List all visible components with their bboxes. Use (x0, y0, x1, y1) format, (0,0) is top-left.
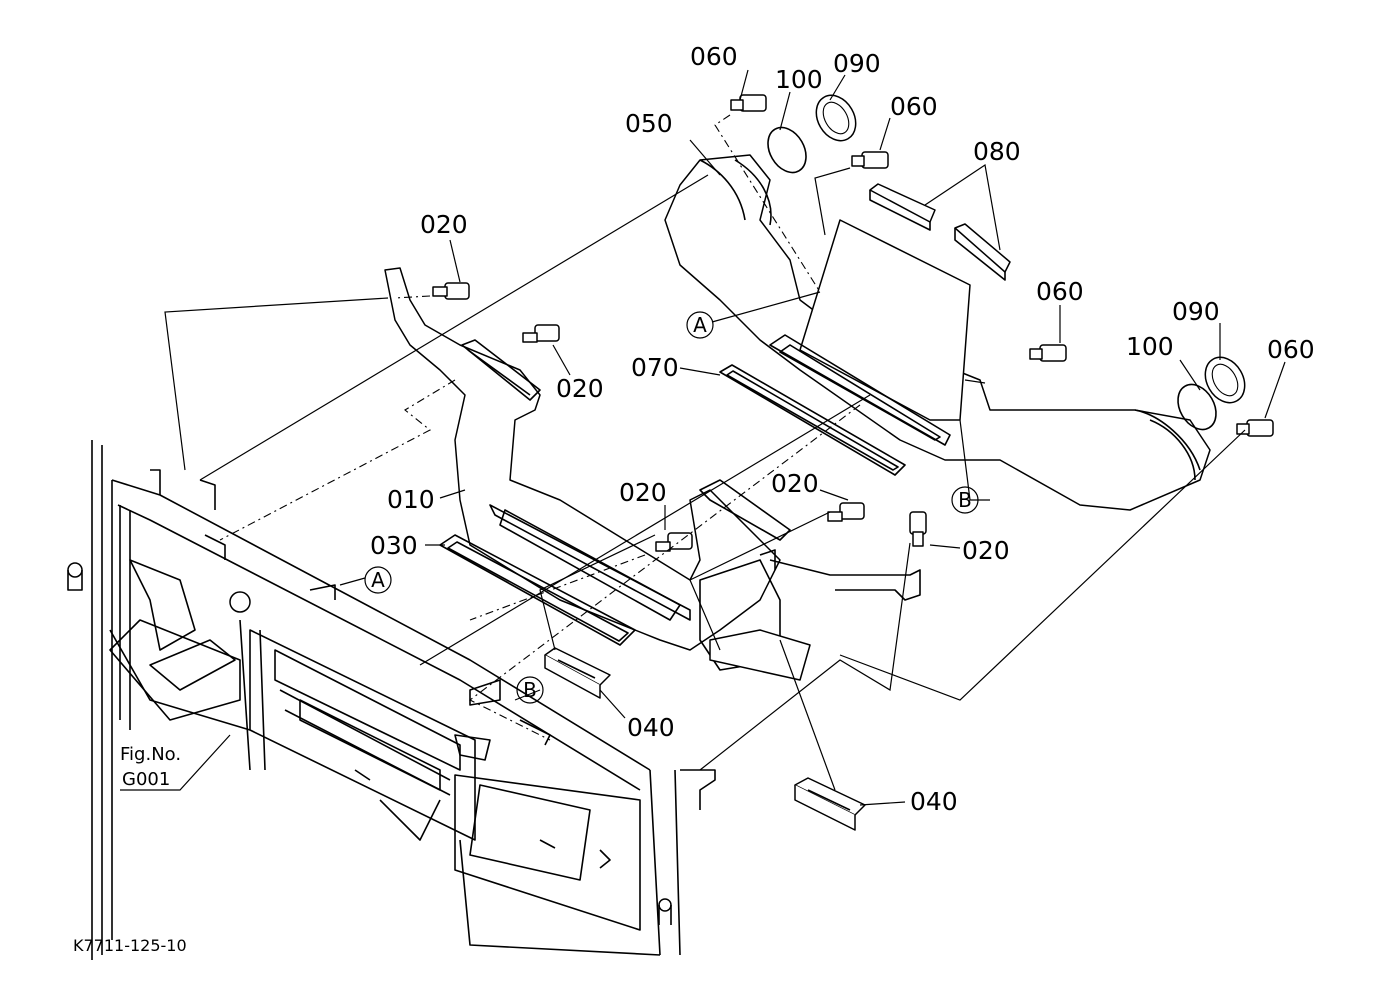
part-040-vent-b (794, 777, 866, 831)
callout-020: 020 (962, 536, 1010, 565)
callout-010: 010 (387, 485, 435, 514)
callout-020: 020 (420, 210, 468, 239)
callout-100: 100 (775, 65, 823, 94)
marker-B-right: B (951, 486, 979, 514)
leader-lines (120, 69, 1286, 806)
fig-ref-label: Fig.No. (120, 744, 181, 765)
callout-030: 030 (370, 531, 418, 560)
callout-080: 080 (973, 137, 1021, 166)
callout-090: 090 (833, 49, 881, 78)
callout-020: 020 (556, 374, 604, 403)
callout-050: 050 (625, 109, 673, 138)
callout-020: 020 (619, 478, 667, 507)
callout-090: 090 (1172, 297, 1220, 326)
callout-040: 040 (910, 787, 958, 816)
callout-070: 070 (631, 353, 679, 382)
dashboard-frame (67, 440, 716, 960)
callout-040: 040 (627, 713, 675, 742)
part-030-gasket (439, 534, 636, 646)
callout-060: 060 (690, 42, 738, 71)
part-080-covers (869, 183, 1011, 281)
svg-text:A: A (693, 313, 707, 337)
part-100-rings (767, 126, 1217, 431)
part-060-fittings (730, 94, 1274, 437)
callout-060: 060 (890, 92, 938, 121)
callout-100: 100 (1126, 332, 1174, 361)
svg-text:B: B (523, 678, 537, 702)
part-090-louvers (815, 94, 1246, 404)
part-010-duct (384, 267, 921, 681)
fig-ref-number: G001 (122, 769, 170, 790)
part-040-vent-a (544, 647, 611, 699)
part-070-gasket (719, 364, 906, 476)
callout-020: 020 (771, 469, 819, 498)
diagram-code: K7711-125-10 (73, 936, 187, 955)
callout-060: 060 (1267, 335, 1315, 364)
part-050-duct (664, 154, 1211, 511)
svg-text:A: A (371, 568, 385, 592)
callout-060: 060 (1036, 277, 1084, 306)
svg-text:B: B (958, 488, 972, 512)
marker-A-upper: A (686, 311, 714, 339)
marker-B-lower: B (516, 676, 544, 704)
marker-A-lower: A (364, 566, 392, 594)
